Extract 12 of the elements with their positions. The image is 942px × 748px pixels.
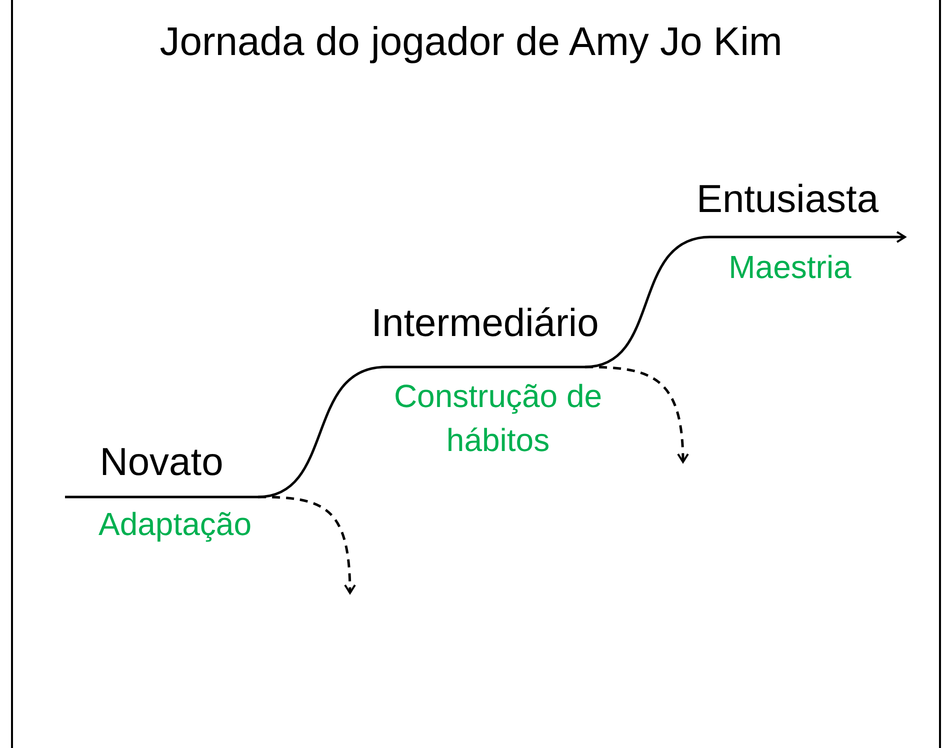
stage-label: Entusiasta (696, 178, 879, 222)
arrow (786, 231, 906, 243)
dashed-arrow (584, 366, 689, 463)
stage-label: Novato (100, 441, 224, 485)
stage-label: Intermediário (371, 302, 599, 346)
stage-subtitle: Adaptação (97, 505, 252, 544)
connector-line (385, 236, 787, 368)
stage-subtitle: Maestria (728, 248, 852, 287)
diagram-title: Jornada do jogador de Amy Jo Kim (158, 20, 784, 65)
connector-line (65, 366, 386, 498)
stage-subtitle: Construção de hábitos (392, 377, 604, 460)
dashed-arrow (256, 496, 356, 594)
